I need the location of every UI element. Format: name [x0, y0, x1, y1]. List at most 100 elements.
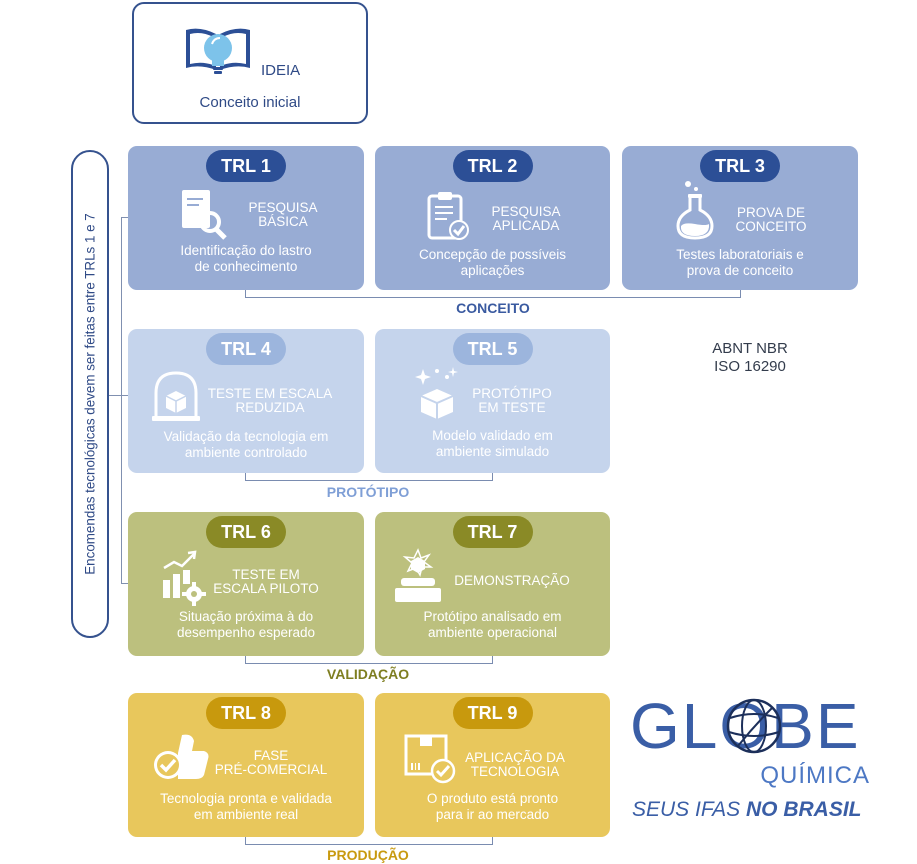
trl-3-desc-line-1: Testes laboratoriais e [676, 247, 804, 262]
growth-chart-gear-icon [163, 550, 206, 606]
trl-5-card: TRL 5 PROTÓTIPO EM TESTE Modelo validado… [375, 329, 610, 473]
flask-icon [676, 181, 714, 240]
group-label-validacao: VALIDAÇÃO [326, 666, 410, 682]
trl-9-title-line-1: APLICAÇÃO DA [465, 750, 565, 765]
group-label-prototipo: PROTÓTIPO [326, 484, 410, 500]
side-connector-tick-3 [121, 583, 129, 584]
trl-3-description: Testes laboratoriais e prova de conceito [622, 247, 858, 279]
trl-3-card: TRL 3 PROVA DE CONCEITO Testes laborator… [622, 146, 858, 290]
trl-8-card: TRL 8 FASE PRÉ-COMERCIAL Tecnologia pron… [128, 693, 364, 837]
trl-9-card: TRL 9 APLICAÇÃO DA TECNOLOGIA O produto … [375, 693, 610, 837]
trl-4-card: TRL 4 TESTE EM ESCALA REDUZIDA Validação… [128, 329, 364, 473]
trl-9-title-line-2: TECNOLOGIA [470, 764, 560, 779]
thumbs-up-check-icon [154, 734, 209, 779]
trl-9-desc-line-2: para ir ao mercado [435, 807, 550, 822]
logo-tagline: SEUS IFAS NO BRASIL [632, 798, 861, 822]
trl-2-description: Concepção de possíveis aplicações [375, 247, 610, 279]
conceito-bracket [245, 290, 741, 298]
trl-5-description: Modelo validado em ambiente simulado [375, 428, 610, 460]
trl-2-badge: TRL 2 [452, 150, 533, 182]
side-note-pill: Encomendas tecnológicas devem ser feitas… [71, 150, 109, 638]
bell-jar-cube-icon [152, 371, 200, 421]
trl-8-badge: TRL 8 [206, 697, 286, 729]
logo-tagline-part-2: NO BRASIL [745, 798, 862, 821]
trl-6-title-line-2: ESCALA PILOTO [213, 581, 319, 596]
prototipo-bracket [245, 473, 493, 481]
sparkle-cube-icon [415, 367, 458, 419]
logo-tagline-part-1: SEUS IFAS [632, 798, 746, 821]
idea-title: IDEIA [261, 62, 301, 79]
trl-7-title: DEMONSTRAÇÃO [447, 574, 577, 588]
trl-9-description: O produto está pronto para ir ao mercado [375, 791, 610, 823]
document-magnifier-icon [182, 190, 227, 240]
trl-5-title-line-2: EM TESTE [478, 400, 546, 415]
logo-wordmark: GLOBE [630, 690, 861, 762]
trl-4-title-line-1: TESTE EM ESCALA [207, 386, 333, 401]
idea-subtitle: Conceito inicial [199, 94, 301, 111]
validacao-bracket [245, 656, 493, 664]
pedestal-cube-icon [395, 548, 441, 602]
trl-7-desc-line-2: ambiente operacional [427, 625, 558, 640]
globe-quimica-logo: GLOBE QUÍMICA SEUS IFAS NO BRASIL [630, 690, 890, 830]
trl-7-card: TRL 7 DEMONSTRAÇÃO Protótipo analisado e… [375, 512, 610, 656]
trl-3-title: PROVA DE CONCEITO [716, 206, 826, 234]
trl-2-card: TRL 2 PESQUISA APLICADA Concepção de pos… [375, 146, 610, 290]
trl-6-title-line-1: TESTE EM [232, 567, 300, 582]
producao-bracket [245, 837, 493, 845]
side-connector-tick-1 [121, 217, 129, 218]
group-label-conceito: CONCEITO [456, 300, 530, 316]
trl-3-badge: TRL 3 [700, 150, 780, 182]
trl-8-title: FASE PRÉ-COMERCIAL [206, 749, 336, 777]
trl-9-title: APLICAÇÃO DA TECNOLOGIA [455, 751, 575, 779]
trl-6-card: TRL 6 TESTE EM ESCALA PILOTO Situação pr… [128, 512, 364, 656]
book-lightbulb-icon [186, 28, 250, 74]
trl-1-desc-line-1: Identificação do lastro [180, 243, 312, 258]
trl-4-title: TESTE EM ESCALA REDUZIDA [200, 387, 340, 415]
trl-7-description: Protótipo analisado em ambiente operacio… [375, 609, 610, 641]
trl-1-title-line-2: BÁSICA [258, 214, 308, 229]
trl-7-badge: TRL 7 [452, 516, 533, 548]
trl-2-title-line-1: PESQUISA [491, 204, 561, 219]
trl-4-desc-line-1: Validação da tecnologia em [163, 429, 329, 444]
trl-5-title-line-1: PROTÓTIPO [472, 386, 552, 401]
trl-3-title-line-1: PROVA DE [736, 205, 806, 220]
trl-1-title-line-1: PESQUISA [248, 200, 318, 215]
trl-9-badge: TRL 9 [452, 697, 533, 729]
trl-6-desc-line-1: Situação próxima à do [178, 609, 314, 624]
trl-1-badge: TRL 1 [206, 150, 286, 182]
trl-8-desc-line-2: em ambiente real [193, 807, 299, 822]
trl-9-desc-line-1: O produto está pronto [426, 791, 559, 806]
trl-1-title: PESQUISA BÁSICA [228, 201, 338, 229]
idea-box: IDEIA Conceito inicial [132, 2, 368, 124]
trl-6-title: TESTE EM ESCALA PILOTO [206, 568, 326, 596]
trl-2-desc-line-1: Concepção de possíveis [418, 247, 567, 262]
trl-1-desc-line-2: de conhecimento [194, 259, 298, 274]
trl-5-title: PROTÓTIPO EM TESTE [457, 387, 567, 415]
trl-6-description: Situação próxima à do desempenho esperad… [128, 609, 364, 641]
globe-icon [726, 698, 782, 754]
side-connector-line [121, 217, 122, 583]
side-note-text: Encomendas tecnológicas devem ser feitas… [82, 213, 98, 575]
standard-line-2: ISO 16290 [714, 358, 786, 375]
side-connector-tick-2 [109, 395, 129, 396]
trl-3-title-line-2: CONCEITO [735, 219, 807, 234]
trl-5-desc-line-1: Modelo validado em [432, 428, 553, 443]
standard-line-1: ABNT NBR [712, 340, 788, 357]
trl-5-badge: TRL 5 [452, 333, 533, 365]
trl-4-title-line-2: REDUZIDA [235, 400, 305, 415]
trl-4-description: Validação da tecnologia em ambiente cont… [128, 429, 364, 461]
box-check-icon [404, 734, 456, 784]
trl-2-desc-line-2: aplicações [460, 263, 525, 278]
trl-6-badge: TRL 6 [206, 516, 286, 548]
trl-7-desc-line-1: Protótipo analisado em [423, 609, 562, 624]
trl-6-desc-line-2: desempenho esperado [176, 625, 316, 640]
trl-7-title-line-1: DEMONSTRAÇÃO [454, 573, 570, 588]
trl-1-card: TRL 1 PESQUISA BÁSICA Identificação do l… [128, 146, 364, 290]
logo-subtitle: QUÍMICA [760, 762, 870, 789]
trl-8-title-line-2: PRÉ-COMERCIAL [214, 762, 328, 777]
trl-4-badge: TRL 4 [206, 333, 286, 365]
trl-8-desc-line-1: Tecnologia pronta e validada [160, 791, 332, 806]
trl-8-title-line-1: FASE [253, 748, 289, 763]
trl-1-description: Identificação do lastro de conhecimento [128, 243, 364, 275]
clipboard-check-icon [427, 192, 469, 240]
